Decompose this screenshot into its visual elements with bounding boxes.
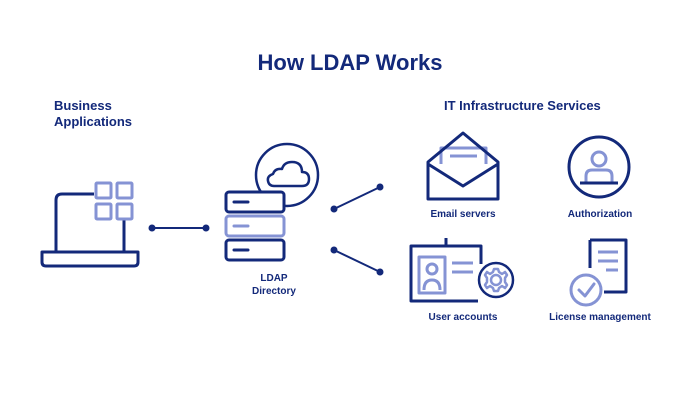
- business-applications-line2: Applications: [54, 114, 133, 129]
- email-servers-label: Email servers: [430, 209, 496, 220]
- business-applications-line1: Business: [54, 98, 112, 113]
- ldap-directory-line2: Directory: [252, 286, 296, 297]
- business-applications-header: Business Applications: [54, 98, 132, 130]
- gear-icon: [477, 261, 515, 299]
- cloud-icon: [254, 142, 320, 208]
- license-management-label: License management: [549, 312, 651, 323]
- connector-line-upper: [330, 183, 384, 213]
- authorization-label: Authorization: [567, 209, 633, 220]
- envelope-icon: [426, 131, 500, 201]
- user-accounts-label: User accounts: [428, 312, 498, 323]
- user-circle-icon: [567, 135, 631, 199]
- server-stack-icon: [224, 190, 286, 262]
- connector-line-left: [148, 224, 210, 232]
- ldap-directory-line1: LDAP: [260, 273, 288, 284]
- checkmark-circle-icon: [569, 273, 603, 307]
- page-title: How LDAP Works: [257, 50, 443, 75]
- laptop-icon: [40, 192, 140, 268]
- document-icon: [588, 238, 628, 294]
- ldap-directory-label: LDAP Directory: [224, 272, 324, 298]
- it-infrastructure-header: IT Infrastructure Services: [444, 98, 601, 113]
- app-grid-icon: [94, 181, 134, 221]
- connector-line-lower: [330, 246, 384, 276]
- id-card-icon: [409, 238, 483, 303]
